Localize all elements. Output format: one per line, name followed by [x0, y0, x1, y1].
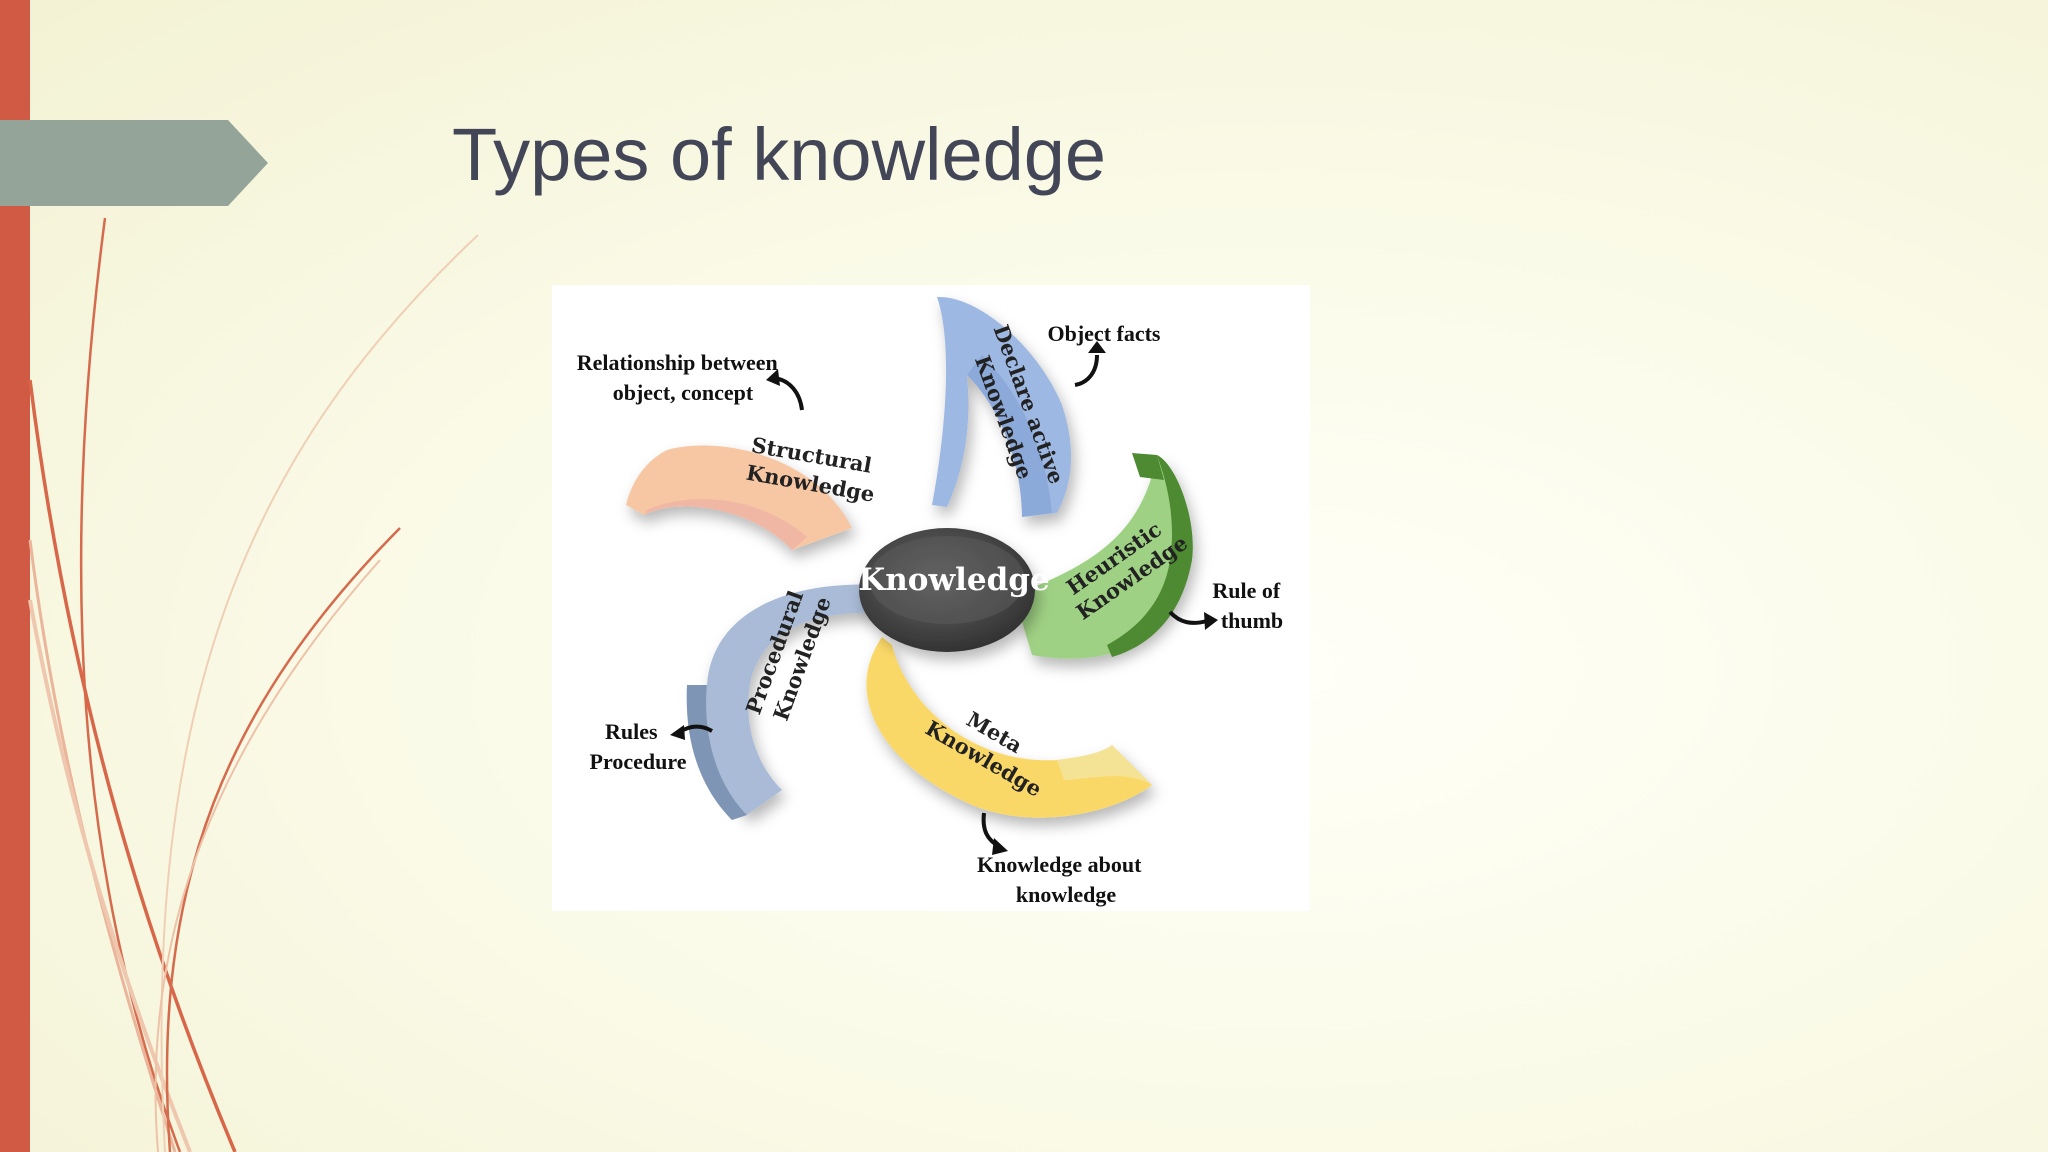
meta-note-line2: knowledge	[1016, 882, 1116, 907]
arrow-head-icon	[766, 369, 780, 386]
slide-title: Types of knowledge	[452, 113, 1107, 196]
svg-text:Rule of thumb: Rule of thumb	[1212, 578, 1285, 633]
svg-text:Rules Procedure: Rules Procedure	[590, 719, 687, 774]
arrow-head-icon	[1204, 612, 1218, 630]
procedural-note-line1: Rules	[605, 719, 658, 744]
declarative-note: Object facts	[1047, 321, 1161, 387]
center-knowledge-oval: Knowledge	[858, 528, 1050, 652]
heuristic-note-line1: Rule of	[1212, 578, 1281, 603]
decorative-curves	[28, 217, 479, 1152]
procedural-note: Rules Procedure	[590, 719, 714, 774]
structural-note-line1: Relationship between	[577, 350, 778, 375]
procedural-note-line2: Procedure	[590, 749, 687, 774]
meta-note-line1: Knowledge about	[977, 852, 1142, 877]
declarative-note-line1: Object facts	[1047, 321, 1160, 346]
svg-text:Knowledge about knowle: Knowledge about knowledge	[977, 852, 1147, 907]
heuristic-note: Rule of thumb	[1168, 578, 1285, 633]
structural-note-line2: object, concept	[613, 380, 754, 405]
curved-arrow-icon	[1074, 354, 1099, 387]
arrow-head-icon	[992, 838, 1008, 855]
heuristic-note-line2: thumb	[1221, 608, 1283, 633]
svg-text:Relationship between o: Relationship between object, concept	[577, 350, 784, 405]
meta-note: Knowledge about knowledge	[977, 812, 1147, 907]
title-tab-arrow	[0, 120, 268, 206]
procedural-knowledge-segment: Procedural Knowledge	[686, 584, 882, 820]
structural-note: Relationship between object, concept	[577, 350, 804, 411]
arrow-head-icon	[670, 725, 685, 740]
curved-arrow-icon	[1168, 610, 1208, 625]
structural-knowledge-segment: Structural Knowledge	[626, 432, 876, 550]
arrow-head-icon	[1088, 341, 1106, 353]
knowledge-types-diagram: Structural Knowledge Declare active Know…	[552, 285, 1310, 911]
meta-knowledge-segment: Meta Knowledge	[866, 637, 1152, 818]
center-label: Knowledge	[858, 562, 1049, 598]
